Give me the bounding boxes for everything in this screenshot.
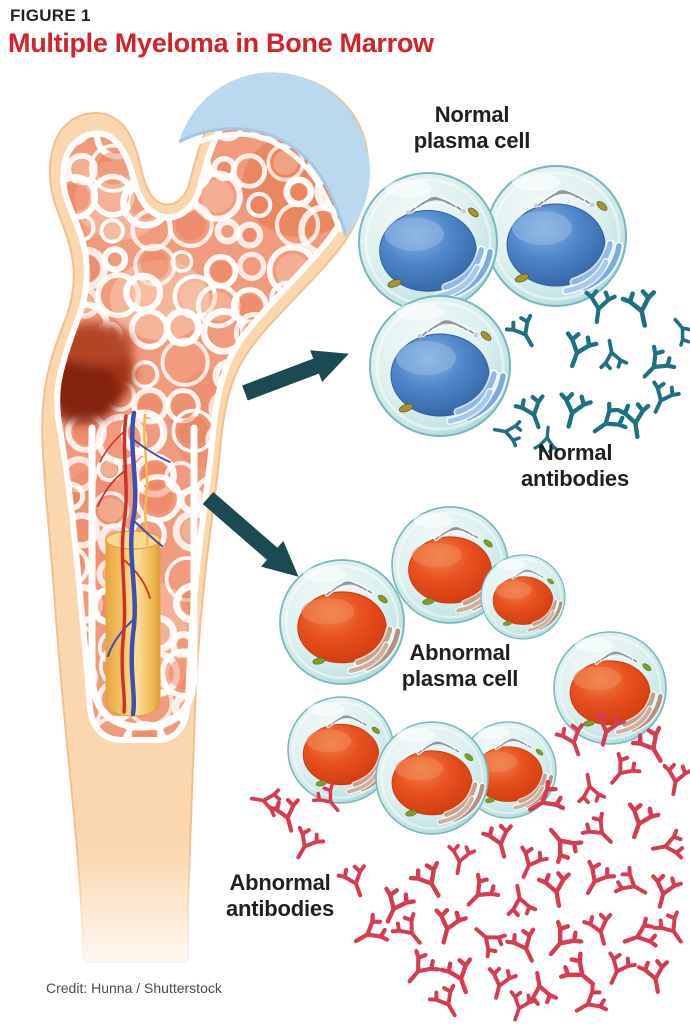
bone-bottom-fade bbox=[18, 848, 268, 1024]
annotation-normal-plasma-cell: Normal plasma cell bbox=[413, 102, 531, 154]
blood-vessels bbox=[97, 410, 171, 717]
normal-antibodies-group bbox=[490, 289, 690, 454]
normal-plasma-cells-group bbox=[359, 166, 626, 436]
cartilage-cap bbox=[178, 72, 370, 237]
figure-title: Multiple Myeloma in Bone Marrow bbox=[8, 28, 434, 58]
credit-text: Credit: Hunna / Shutterstock bbox=[46, 980, 222, 996]
annotation-abnormal-plasma-cell: Abnormal plasma cell bbox=[401, 640, 519, 692]
arrow-to-normal-cells-icon bbox=[242, 350, 349, 401]
figure-label: FIGURE 1 bbox=[10, 6, 91, 25]
myeloma-lesion bbox=[57, 322, 134, 424]
annotation-abnormal-antibodies: Abnormal antibodies bbox=[225, 870, 334, 922]
arrow-to-abnormal-cells-icon bbox=[202, 491, 299, 577]
annotation-normal-antibodies: Normal antibodies bbox=[520, 440, 629, 492]
cutaway-window-border bbox=[88, 424, 198, 731]
endosteum-border bbox=[54, 84, 358, 743]
